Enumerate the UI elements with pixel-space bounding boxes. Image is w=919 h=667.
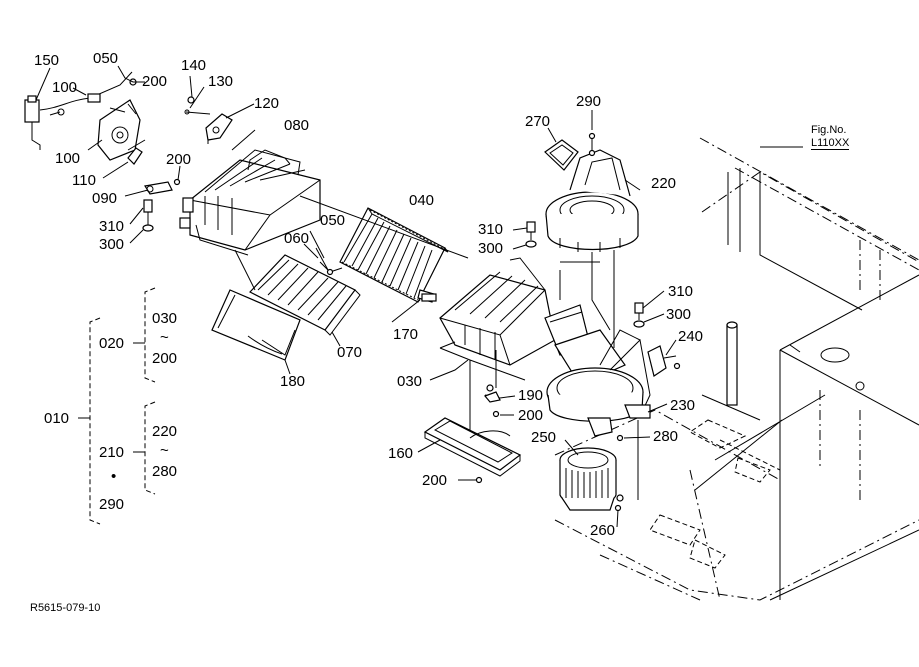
figure-number: Fig.No. L110XX [811,124,850,151]
callout-030: 030 [397,373,423,390]
tree-range-tilde: ~ [160,329,169,346]
callout-090: 090 [92,190,118,207]
fasteners [173,132,645,512]
callout-250: 250 [531,429,557,446]
callout-270: 270 [525,113,551,130]
callout-200: 200 [142,73,168,90]
duct-160 [423,417,522,477]
callout-310: 310 [478,221,504,238]
figure-number-value: L110XX [811,136,850,151]
scroll-220 [545,149,639,252]
callout-170: 170 [393,326,419,343]
callout-300: 300 [478,240,504,257]
callout-100: 100 [52,79,78,96]
blower-motor-250 [559,447,624,511]
assembly-tree-brackets [78,287,156,525]
tree-range-tilde: ~ [160,442,169,459]
callout-100: 100 [55,150,81,167]
callout-190: 190 [518,387,544,404]
callout-200: 200 [422,472,448,489]
leader-lines [35,65,826,528]
callout-050: 050 [320,212,346,229]
heater-box-080 [179,149,321,256]
resistor-240 [647,345,681,377]
callout-060: 060 [284,230,310,247]
callout-200: 200 [166,151,192,168]
callout-240: 240 [678,328,704,345]
tree-range-from-220: 220 [152,423,178,440]
callout-280: 280 [653,428,679,445]
tree-group-210: 210 [99,444,125,461]
callout-120: 120 [254,95,280,112]
callout-260: 260 [590,522,616,539]
tree-range-to-280: 280 [152,463,178,480]
figure-number-label: Fig.No. [811,124,847,136]
tree-bullet: • [111,468,117,485]
callout-300: 300 [99,236,125,253]
callout-140: 140 [181,57,207,74]
tractor-frame-outline [554,137,919,601]
callout-180: 180 [280,373,306,390]
fan-housing-230 [546,329,651,437]
tree-group-290: 290 [99,496,125,513]
callout-150: 150 [34,52,60,69]
callout-200: 200 [518,407,544,424]
tree-range-from-030: 030 [152,310,178,327]
callout-070: 070 [337,344,363,361]
filter-070 [249,254,361,336]
callout-310: 310 [668,283,694,300]
actuator-cluster [24,71,233,232]
callout-310: 310 [99,218,125,235]
callout-220: 220 [651,175,677,192]
callout-040: 040 [409,192,435,209]
tree-range-to-200: 200 [152,350,178,367]
callout-230: 230 [670,397,696,414]
tree-root-010: 010 [44,410,70,427]
callout-300: 300 [666,306,692,323]
tree-group-020: 020 [99,335,125,352]
callout-110: 110 [72,172,96,189]
blower-case-030 [439,257,626,403]
callout-080: 080 [284,117,310,134]
gasket-270 [544,139,579,171]
callout-160: 160 [388,445,414,462]
drawing-code: R5615-079-10 [30,602,101,614]
callout-130: 130 [208,73,234,90]
filter-180 [211,289,301,361]
callout-290: 290 [576,93,602,110]
callout-050: 050 [93,50,119,67]
